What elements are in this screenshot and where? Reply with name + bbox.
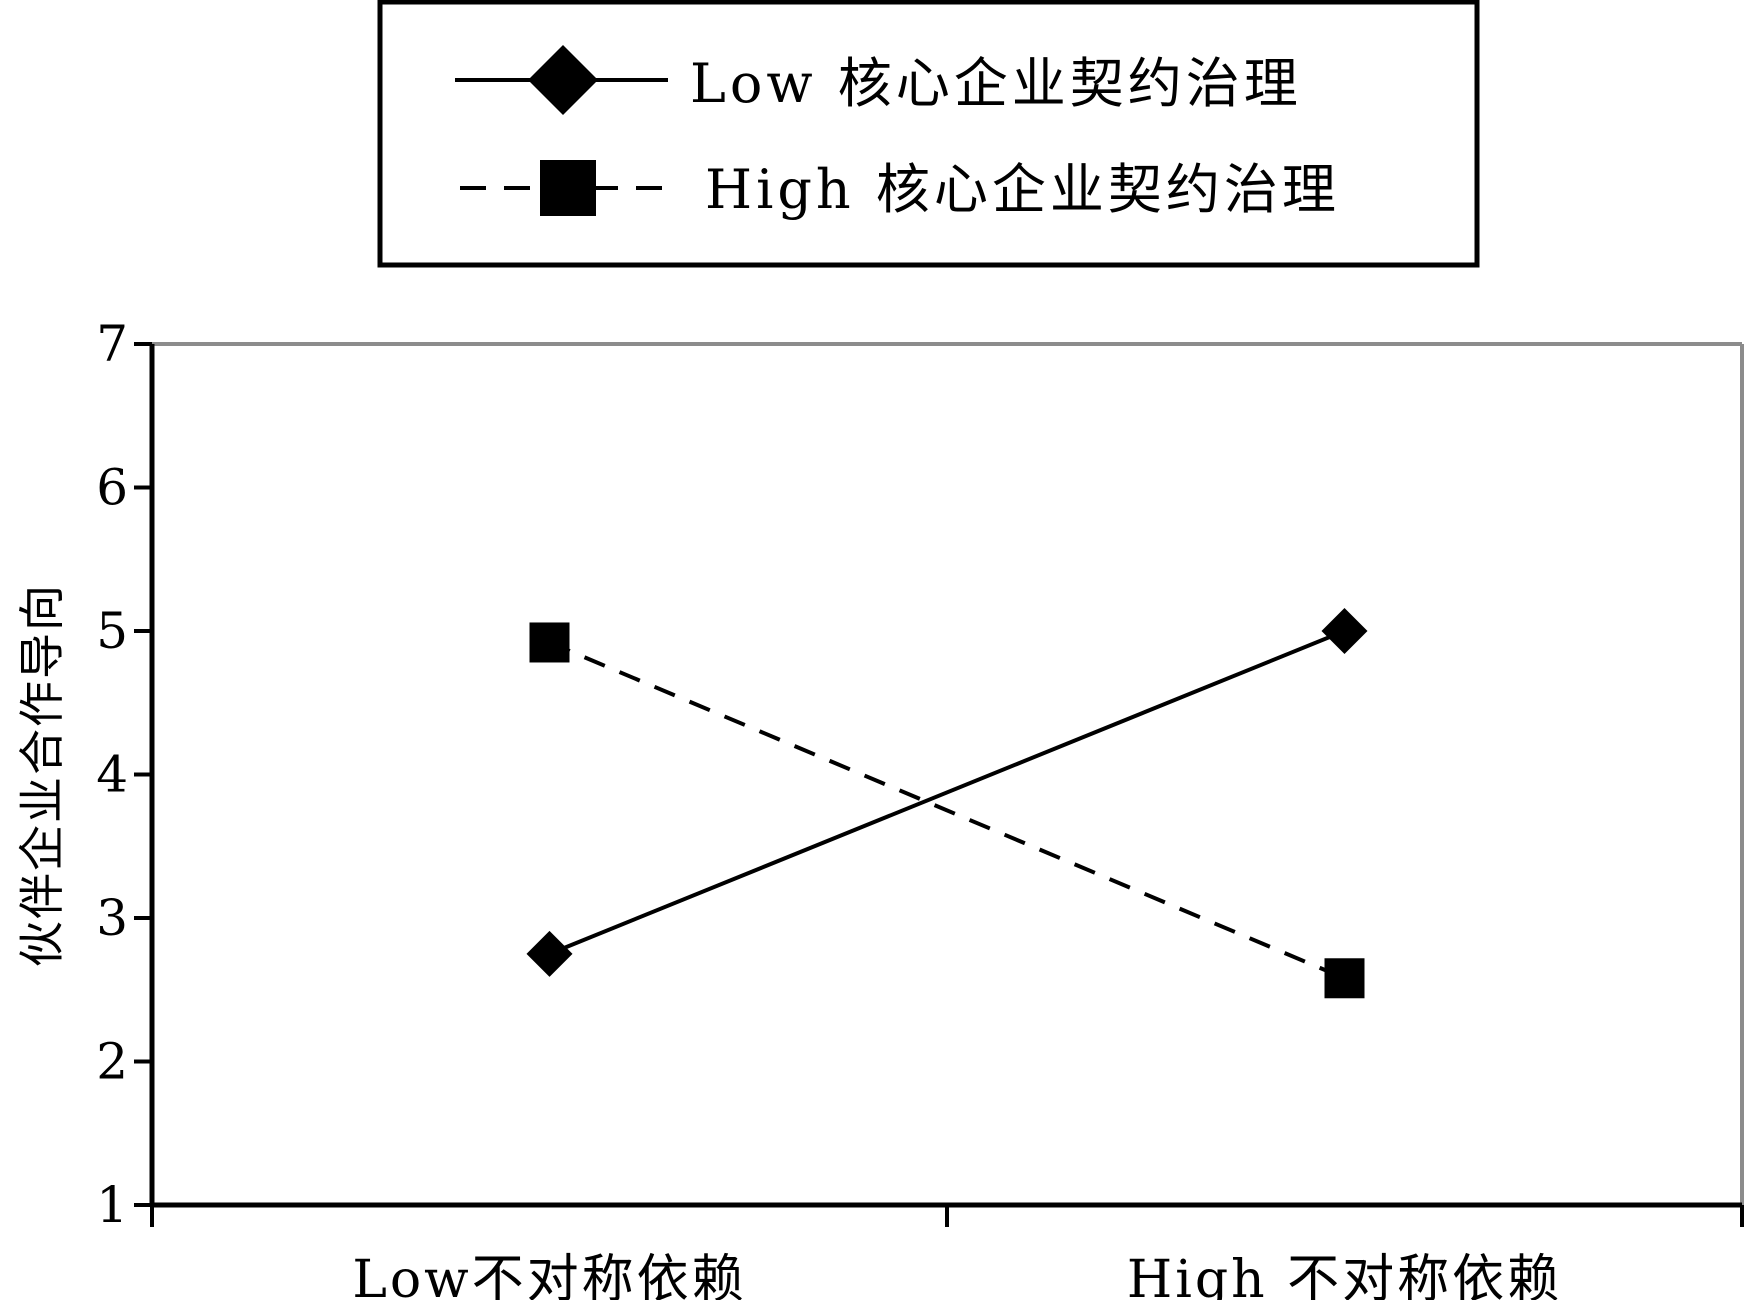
- x-category-label: Low不对称依赖: [352, 1250, 746, 1300]
- series-line-0: [548, 629, 1346, 956]
- data-point-diamond: [1321, 608, 1368, 654]
- plot-area: 1 2 3 4 5 6 7 Low不对称依赖 High 不对称依赖: [96, 315, 1744, 1304]
- data-point-square: [529, 622, 570, 663]
- legend-label-high: High 核心企业契约治理: [705, 158, 1340, 221]
- legend-square-marker: [540, 160, 596, 216]
- series-layer: [526, 608, 1368, 999]
- y-tick-label: 4: [96, 746, 128, 804]
- y-tick-label: 3: [96, 889, 128, 947]
- legend-entry-low: Low 核心企业契约治理: [455, 45, 1302, 115]
- y-axis-label: 伙伴企业合作导向: [15, 583, 69, 967]
- y-axis-ticks: 1 2 3 4 5 6 7: [96, 315, 152, 1234]
- y-tick-label: 1: [96, 1176, 128, 1234]
- y-tick-label: 6: [96, 459, 128, 517]
- y-tick-label: 7: [96, 315, 128, 373]
- data-point-square: [1324, 958, 1365, 999]
- series-line-1: [548, 640, 1346, 981]
- legend-label-low: Low 核心企业契约治理: [690, 52, 1302, 115]
- legend-entry-high: High 核心企业契约治理: [460, 158, 1340, 221]
- y-tick-label: 5: [96, 602, 128, 660]
- x-category-label: High 不对称依赖: [1127, 1250, 1562, 1300]
- legend: Low 核心企业契约治理 High 核心企业契约治理: [377, 0, 1480, 268]
- x-axis-ticks: Low不对称依赖 High 不对称依赖: [150, 1205, 1744, 1304]
- y-tick-label: 2: [96, 1033, 128, 1091]
- legend-box: [377, 0, 1480, 268]
- data-point-diamond: [526, 930, 573, 977]
- legend-diamond-marker: [528, 45, 598, 115]
